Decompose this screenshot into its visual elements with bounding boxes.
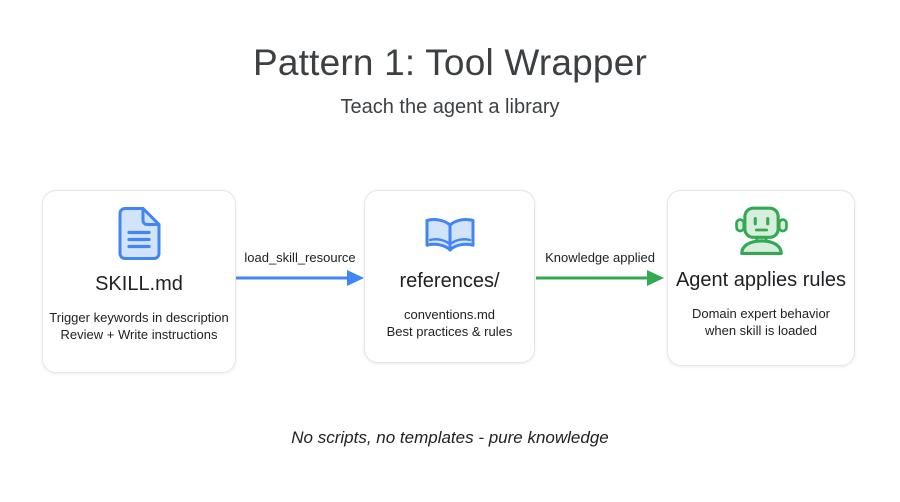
footer-note: No scripts, no templates - pure knowledg… — [291, 428, 609, 447]
node-description: Domain expert behavior when skill is loa… — [692, 305, 830, 339]
robot-icon — [734, 206, 788, 255]
page-title: Pattern 1: Tool Wrapper — [252, 42, 647, 83]
document-icon — [118, 207, 160, 260]
node-agent: Agent applies rules Domain expert behavi… — [667, 190, 855, 366]
arrow-load-skill-resource: load_skill_resource — [236, 250, 364, 288]
arrow-label: Knowledge applied — [545, 250, 655, 265]
node-references: references/ conventions.md Best practice… — [364, 190, 535, 363]
desc-line: when skill is loaded — [704, 323, 817, 338]
desc-line: Domain expert behavior — [691, 306, 831, 321]
node-title: Agent applies rules — [675, 269, 847, 291]
arrow-line — [236, 270, 364, 286]
open-book-icon — [425, 218, 474, 252]
arrow-label: load_skill_resource — [244, 250, 356, 265]
desc-line: Best practices & rules — [386, 324, 513, 339]
node-description: Trigger keywords in description Review +… — [49, 309, 228, 343]
node-description: conventions.md Best practices & rules — [387, 306, 513, 340]
page-subtitle: Teach the agent a library — [340, 96, 560, 118]
node-title: SKILL.md — [95, 273, 183, 295]
node-skill-md: SKILL.md Trigger keywords in description… — [42, 190, 236, 373]
desc-line: Review + Write instructions — [60, 327, 218, 342]
node-title: references/ — [399, 270, 500, 292]
arrow-knowledge-applied: Knowledge applied — [536, 250, 664, 288]
arrow-line — [536, 270, 664, 286]
desc-line: Trigger keywords in description — [49, 310, 229, 325]
desc-line: conventions.md — [403, 307, 496, 322]
